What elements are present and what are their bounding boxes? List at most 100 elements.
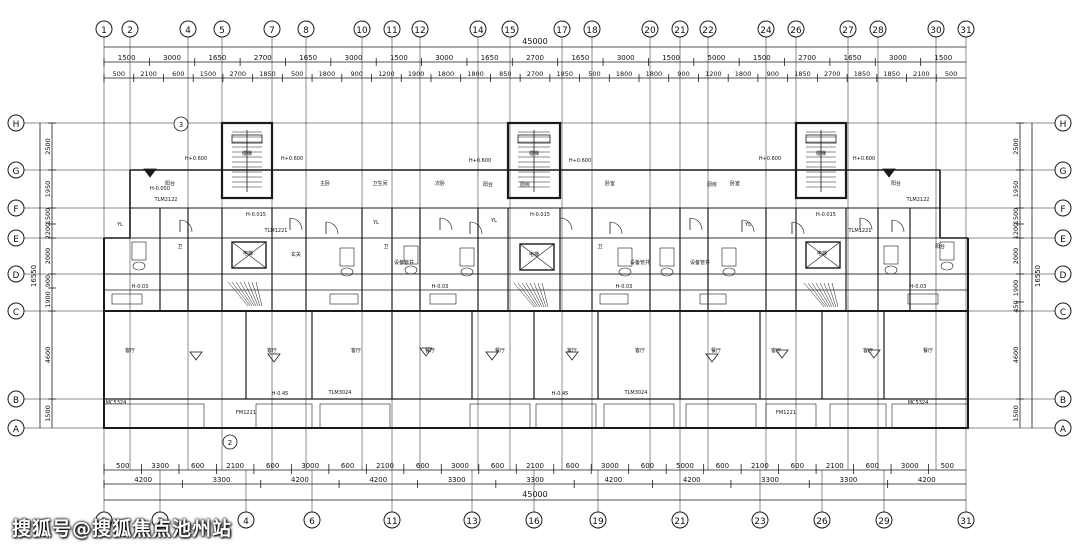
dimension-value: 1850 xyxy=(259,70,276,78)
dimension-value: 3300 xyxy=(448,476,466,484)
axis-label-top: 8 xyxy=(303,26,309,36)
dimension-value: 3000 xyxy=(901,462,919,470)
dimension-value: 2700 xyxy=(527,70,544,78)
room-label: 客厅 xyxy=(351,347,361,354)
axis-label-bottom: 29 xyxy=(878,517,890,527)
axis-bubble-top xyxy=(501,20,519,38)
annotation-label: YL xyxy=(490,218,497,224)
axis-bubble-right xyxy=(1054,161,1072,179)
axis-bubble-top xyxy=(469,20,487,38)
axis-label-top: 27 xyxy=(842,26,853,36)
axis-label-top: 11 xyxy=(386,26,397,36)
axis-label-bottom: 21 xyxy=(674,517,685,527)
axis-label-top: 15 xyxy=(504,26,515,36)
axis-label-top: 28 xyxy=(872,26,884,36)
stair-run xyxy=(239,281,255,307)
dimension-total-right: 16550 xyxy=(1034,265,1042,287)
axis-label-top: 18 xyxy=(586,26,598,36)
dimension-value: 1800 xyxy=(646,70,663,78)
balcony xyxy=(535,403,597,429)
axis-label-bottom: 11 xyxy=(386,517,397,527)
dimension-value: 2700 xyxy=(229,70,246,78)
axis-bubble-top xyxy=(757,20,775,38)
dimension-value: 3000 xyxy=(617,54,635,62)
dimension-value: 1650 xyxy=(844,54,862,62)
room-label: 电梯 xyxy=(529,251,539,258)
balcony xyxy=(103,403,205,429)
axis-bubble-top xyxy=(957,20,975,38)
stair-landing xyxy=(805,134,837,144)
axis-bubble-top xyxy=(583,20,601,38)
room-label: 楼梯 xyxy=(242,150,252,157)
room-label: 客厅 xyxy=(771,347,781,354)
axis-bubble-top xyxy=(411,20,429,38)
elevator-shaft xyxy=(231,241,267,269)
dimension-value: 2500 xyxy=(44,138,52,155)
dimension-value: 600 xyxy=(866,462,879,470)
room-label: 卧室 xyxy=(605,180,615,187)
annotation-label: YL xyxy=(116,222,123,228)
toilet-fixture xyxy=(339,247,355,267)
axis-bubble-bottom xyxy=(813,511,831,529)
axis-bubble-top xyxy=(213,20,231,38)
stair-run xyxy=(537,282,547,308)
dimension-value: 2000 xyxy=(1012,248,1020,265)
stair-run xyxy=(827,282,837,308)
axis-bubble-top xyxy=(553,20,571,38)
dimension-value: 1650 xyxy=(209,54,227,62)
watermark-text: 搜狐号@搜狐焦点池州站 xyxy=(12,518,233,540)
axis-label-top: 7 xyxy=(269,26,275,36)
axis-bubble-top xyxy=(787,20,805,38)
dimension-value: 600 xyxy=(641,462,654,470)
dimension-value: 500 xyxy=(291,70,303,78)
stair-run xyxy=(255,281,263,307)
room-label: 电梯 xyxy=(243,250,253,257)
dimension-value: 2100 xyxy=(376,462,394,470)
axis-label-right: F xyxy=(1060,205,1065,215)
balcony xyxy=(603,403,675,429)
dimension-value: 500 xyxy=(588,70,600,78)
stair-run xyxy=(231,281,251,307)
callout-circle xyxy=(173,116,189,132)
axis-label-top: 1 xyxy=(101,26,107,36)
axis-bubble-left xyxy=(7,419,25,437)
balcony xyxy=(469,403,531,429)
room-label: 楼梯 xyxy=(816,150,826,157)
annotation-label: TLM3024 xyxy=(328,390,352,396)
dimension-value: 1500 xyxy=(200,70,217,78)
dimension-value: 1800 xyxy=(735,70,752,78)
stair-run xyxy=(803,282,825,308)
dimension-value: 3000 xyxy=(345,54,363,62)
north-marker xyxy=(143,168,157,178)
axis-label-bottom: 2 xyxy=(157,517,163,527)
axis-label-left: E xyxy=(13,235,19,245)
dimension-value: 3300 xyxy=(213,476,231,484)
toilet-fixture xyxy=(721,247,737,267)
stair-run xyxy=(251,281,261,307)
room-label: 阳台 xyxy=(165,180,175,187)
stair-run xyxy=(517,282,537,308)
room-label: 厨房 xyxy=(707,181,717,188)
annotation-label: YL xyxy=(744,222,751,228)
axis-label-left: A xyxy=(13,425,20,435)
axis-label-top: 17 xyxy=(556,26,567,36)
balcony xyxy=(765,403,817,429)
toilet-fixture xyxy=(403,245,419,265)
axis-label-bottom: 13 xyxy=(466,517,477,527)
axis-label-top: 12 xyxy=(414,26,425,36)
dimension-value: 1500 xyxy=(118,54,136,62)
level-marker xyxy=(705,353,719,363)
dimension-value: 600 xyxy=(791,462,804,470)
dimension-value: 2100 xyxy=(751,462,769,470)
axis-bubble-left xyxy=(7,229,25,247)
dimension-value: 1800 xyxy=(319,70,336,78)
kitchen-counter xyxy=(329,293,359,305)
axis-bubble-bottom xyxy=(957,511,975,529)
dimension-value: 600 xyxy=(172,70,184,78)
annotation-label: H-0.45 xyxy=(552,391,569,397)
axis-bubble-bottom xyxy=(671,511,689,529)
axis-label-left: F xyxy=(13,205,18,215)
dimension-value: 1500 xyxy=(934,54,952,62)
door-swing xyxy=(891,219,905,233)
axis-bubble-left xyxy=(7,302,25,320)
